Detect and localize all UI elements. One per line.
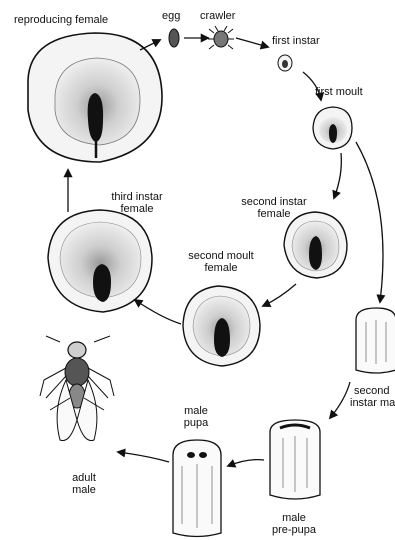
arrow-to-male-pre-pupa — [330, 382, 350, 418]
label-reproducing-female: reproducing female — [14, 14, 108, 26]
label-second-instar-female: second instar female — [232, 196, 316, 220]
label-second-instar-male: second instar mal — [350, 385, 395, 409]
arrow-to-male-pupa — [228, 460, 264, 466]
arrow-to-second-instar-female — [334, 153, 341, 198]
crawler-shape — [208, 26, 234, 49]
arrow-to-egg — [140, 40, 160, 50]
second-instar-male-scale — [356, 308, 395, 373]
arrow-to-adult-male — [118, 452, 169, 462]
second-moult-female-scale — [183, 286, 260, 366]
first-moult-scale — [313, 107, 352, 149]
third-instar-female-scale — [48, 210, 152, 312]
label-first-moult: first moult — [315, 86, 363, 98]
label-crawler: crawler — [200, 10, 235, 22]
second-instar-female-scale — [284, 212, 347, 278]
arrow-to-male-branch — [356, 142, 383, 302]
arrow-to-third-instar-female — [135, 300, 181, 324]
male-pre-pupa-scale — [270, 420, 320, 499]
label-third-instar-female: third instar female — [100, 191, 174, 215]
male-pupa-scale — [173, 440, 221, 537]
arrow-to-first-instar — [236, 38, 268, 47]
egg-shape — [169, 29, 179, 47]
label-egg: egg — [162, 10, 180, 22]
arrow-to-second-moult-female — [263, 284, 296, 306]
label-male-pre-pupa: male pre-pupa — [269, 512, 319, 536]
label-adult-male: adult male — [64, 472, 104, 496]
label-male-pupa: male pupa — [174, 405, 218, 429]
first-instar-shape — [278, 55, 292, 71]
label-first-instar: first instar — [272, 35, 320, 47]
adult-male-shape — [40, 336, 114, 441]
label-second-moult-female: second moult female — [178, 250, 264, 274]
reproducing-female-scale — [28, 33, 162, 162]
